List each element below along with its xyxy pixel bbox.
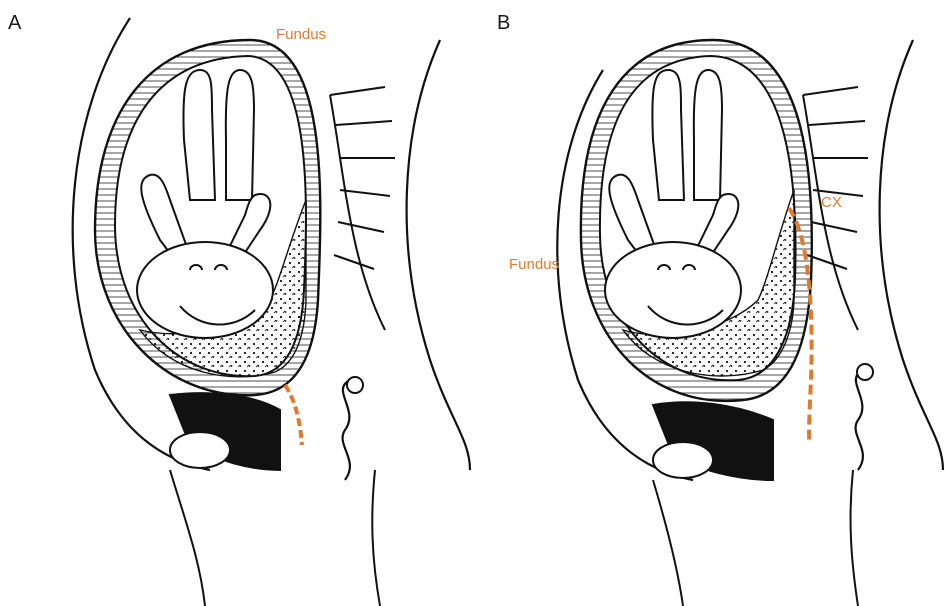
fundus-label: Fundus (509, 256, 559, 273)
cervix-marker (285, 385, 302, 445)
panel-b-illustration (473, 0, 946, 606)
pubic-bone (653, 442, 713, 478)
panel-a-illustration (0, 0, 473, 606)
lower-body-outline (170, 470, 205, 606)
lower-back-outline (851, 470, 858, 606)
rectum (856, 370, 863, 470)
lower-back-outline (372, 470, 380, 606)
cervix-label: CX (821, 194, 842, 211)
panel-b: B Fundus CX (473, 0, 946, 606)
fundus-label: Fundus (276, 26, 326, 43)
panel-a: A Fundus (0, 0, 473, 606)
rectum (343, 380, 350, 480)
panel-letter: A (8, 12, 21, 35)
spine (330, 87, 395, 330)
panel-letter: B (497, 12, 510, 35)
maternal-back-outline (407, 40, 470, 470)
lower-body-outline (653, 480, 683, 606)
pubic-bone (170, 432, 230, 468)
maternal-back-outline (880, 40, 943, 470)
